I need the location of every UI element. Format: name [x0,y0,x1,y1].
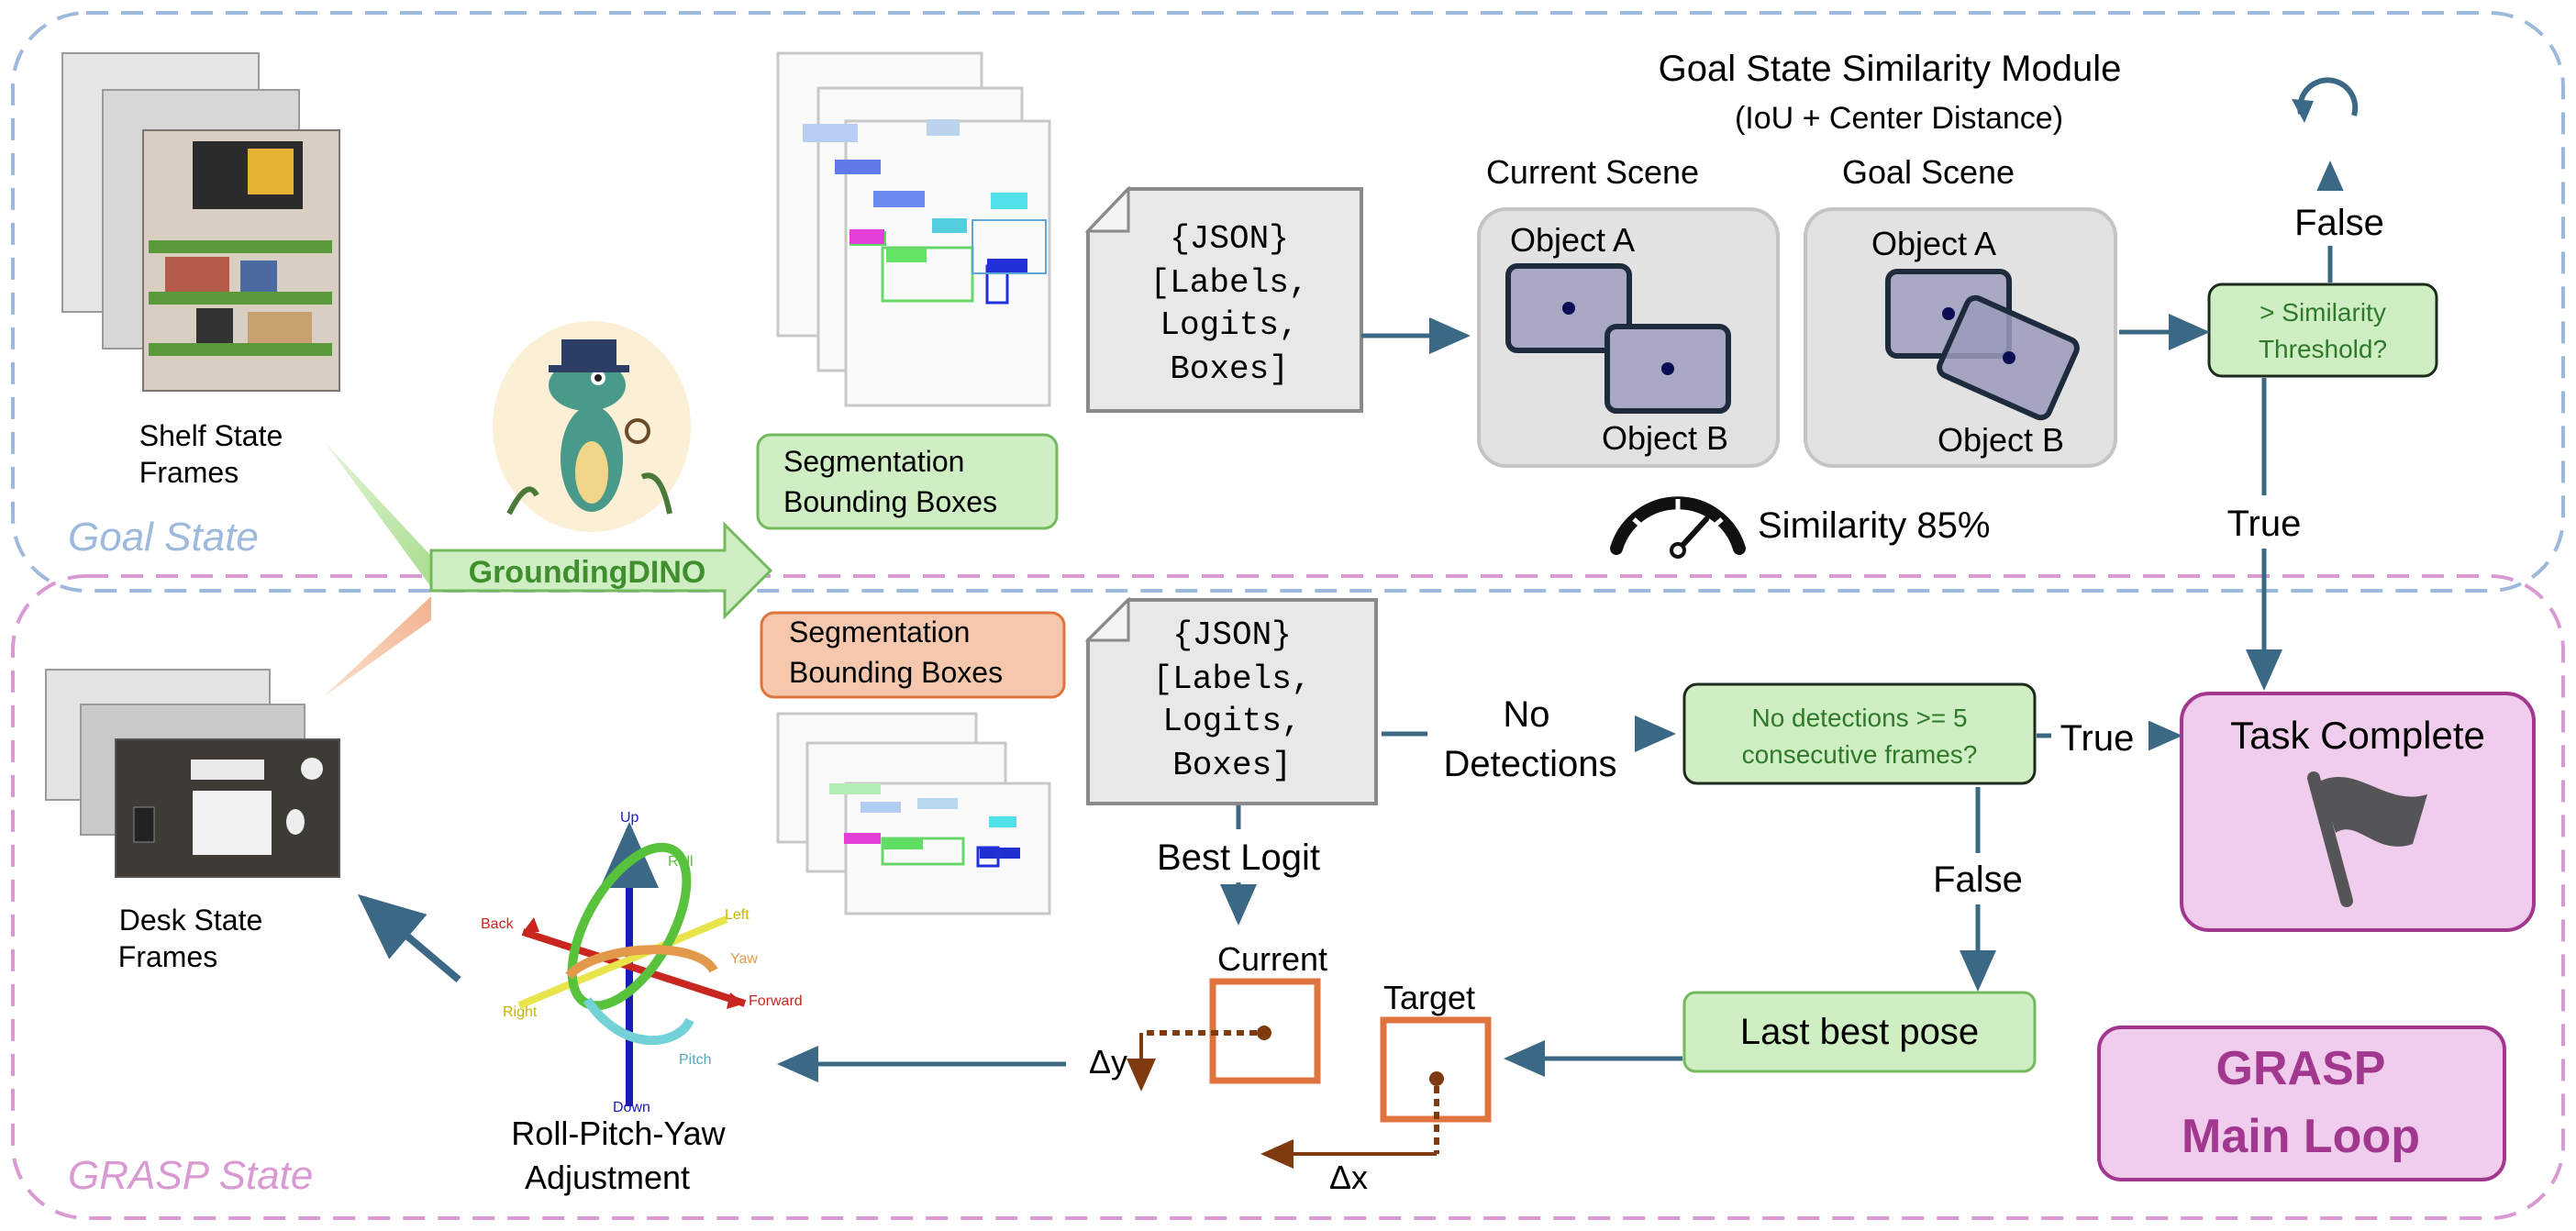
last-best-pose-label: Last best pose [1740,1012,1979,1052]
goal-scene-label: Goal Scene [1842,153,2015,191]
module-title: Goal State Similarity Module [1659,49,2122,89]
rpy-yaw: Yaw [730,951,758,967]
json-top-line-2: Logits, [1160,306,1298,344]
delta-y-label: Δy [1089,1043,1127,1081]
grasp-state-region [11,574,2565,1220]
seg-bottom-box [760,611,1066,699]
current-center-dot [1257,1026,1271,1040]
current-object-a-label: Object A [1510,221,1635,259]
shelf-frames-stack [61,52,340,392]
threshold-line2: Threshold? [2259,335,2387,363]
rpy-up: Up [620,810,639,826]
true-right-label: True [2060,718,2135,759]
current-object-b-center [1661,362,1674,375]
json-top-line-3: Boxes] [1170,350,1289,388]
seg-top-box [756,433,1059,530]
shelf-frames-label-2: Frames [139,456,239,489]
rpy-right: Right [503,1004,538,1020]
segmentation-overlays-bottom [776,712,1051,915]
rpy-to-desk-arrow [357,893,461,983]
grasp-funnel [323,596,431,697]
goal-object-a-center [1942,307,1955,320]
goal-state-label: Goal State [68,515,259,560]
threshold-line1: > Similarity [2260,298,2386,327]
no-det-box-line2: consecutive frames? [1742,740,1978,769]
current-label: Current [1217,940,1327,978]
goal-object-b-center [2003,351,2015,364]
grasp-main-loop-box [2097,1026,2506,1181]
desk-frames-stack [45,669,340,878]
json-top-line-1: [Labels, [1150,264,1309,302]
target-label: Target [1383,979,1475,1016]
similarity-value: Similarity 85% [1758,505,1990,546]
last-best-pose-box [1682,991,2037,1073]
grasp-loop-line2: Main Loop [2182,1110,2420,1163]
json-output-bottom: {JSON} [Labels, Logits, Boxes] [1084,596,1378,805]
seg-top-line1: Segmentation [783,445,964,478]
false-mid-label: False [1933,859,2023,900]
false-top-label: False [2294,203,2384,243]
json-bottom-line-0: {JSON} [1172,616,1292,654]
json-bottom-line-3: Boxes] [1172,747,1292,784]
json-bottom-line-1: [Labels, [1153,660,1312,698]
rpy-roll: Roll [668,854,694,870]
rpy-left: Left [725,907,749,923]
shelf-frames-label-1: Shelf State [139,419,283,452]
module-subtitle: (IoU + Center Distance) [1735,101,2063,136]
rpy-down: Down [613,1100,650,1115]
rpy-back: Back [481,916,515,932]
goal-funnel [325,442,431,587]
task-complete-label: Task Complete [2230,714,2485,757]
rpy-forward: Forward [749,993,803,1009]
grounding-dino-arrow [429,521,773,620]
grasp-loop-line1: GRASP [2216,1042,2386,1095]
true-vertical-label: True [2227,504,2302,544]
current-object-a-center [1562,302,1575,315]
target-center-dot [1429,1071,1444,1086]
json-output-top: {JSON} [Labels, Logits, Boxes] [1084,185,1363,413]
desk-frames-label-2: Frames [118,940,217,973]
goal-state-region [11,11,2565,593]
rpy-label-2: Adjustment [525,1159,690,1196]
rpy-label-1: Roll-Pitch-Yaw [511,1115,726,1152]
goal-object-a-label: Object A [1871,225,1996,262]
retry-loop-icon [2292,77,2359,123]
flag-icon [2307,771,2427,907]
segmentation-overlays-top [776,51,1051,407]
grounding-dino-mascot-icon [493,321,691,532]
gauge-icon [1610,496,1746,559]
grasp-state-label: GRASP State [68,1153,313,1198]
desk-frames-label-1: Desk State [119,904,263,937]
rpy-pitch: Pitch [679,1052,712,1068]
no-det-box-line1: No detections >= 5 [1751,704,1967,732]
seg-top-line2: Bounding Boxes [783,485,997,518]
grounding-dino-label: GroundingDINO [469,555,706,590]
json-top-line-0: {JSON} [1170,220,1289,258]
rpy-axes-icon [517,822,747,1106]
no-detections-line1: No [1503,694,1549,735]
no-detections-box [1682,682,2037,785]
goal-object-b-label: Object B [1938,421,2064,459]
current-object-b-label: Object B [1602,419,1728,457]
current-scene-label: Current Scene [1486,153,1699,191]
json-bottom-line-2: Logits, [1162,703,1301,740]
delta-x-label: Δx [1329,1159,1368,1196]
no-detections-line2: Detections [1444,744,1617,784]
best-logit-label: Best Logit [1157,837,1320,878]
seg-bottom-line1: Segmentation [789,616,970,649]
seg-bottom-line2: Bounding Boxes [789,656,1003,689]
